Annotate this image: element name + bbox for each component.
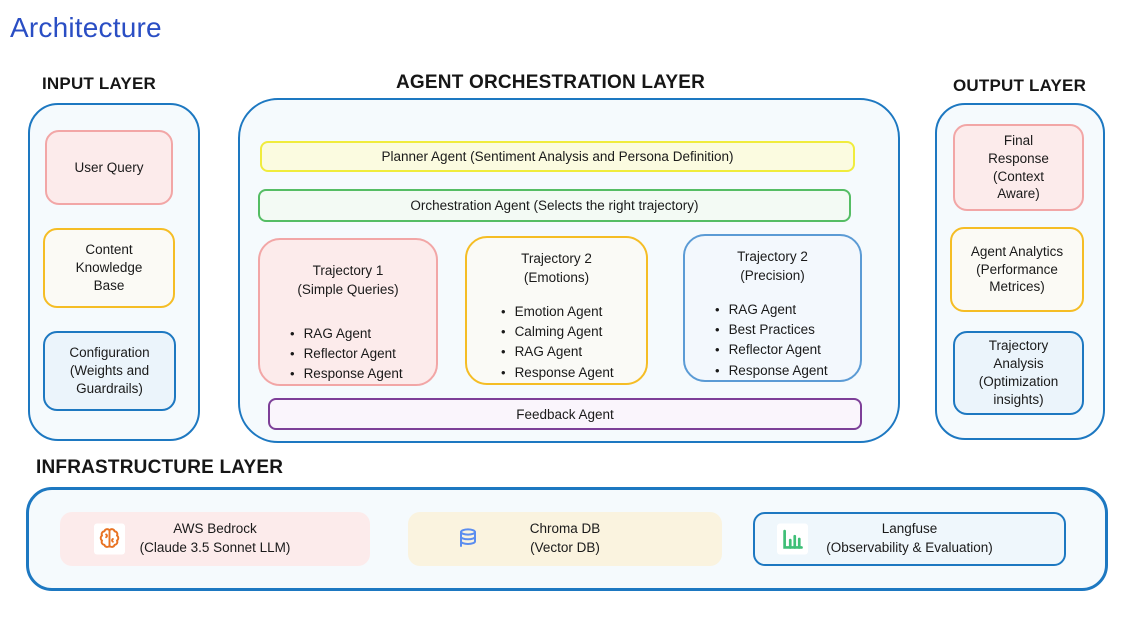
agent-list: RAG Agent Reflector Agent Response Agent — [260, 324, 436, 385]
database-icon — [456, 526, 480, 552]
agent-item: RAG Agent — [290, 324, 436, 344]
input-layer-label: INPUT LAYER — [42, 74, 156, 93]
agent-item: Response Agent — [501, 363, 646, 383]
agent-analytics-box: Agent Analytics (Performance Metrices) — [950, 227, 1084, 312]
trajectory-subtitle: (Precision) — [740, 267, 805, 283]
trajectory-1-box: Trajectory 1 (Simple Queries) RAG Agent … — [258, 238, 438, 386]
agent-item: Response Agent — [715, 361, 860, 381]
orchestration-agent-bar: Orchestration Agent (Selects the right t… — [258, 189, 851, 222]
agent-list: Emotion Agent Calming Agent RAG Agent Re… — [467, 302, 646, 383]
agent-item: Best Practices — [715, 320, 860, 340]
langfuse-box: Langfuse (Observability & Evaluation) — [753, 512, 1066, 566]
trajectory-2-precision-box: Trajectory 2 (Precision) RAG Agent Best … — [683, 234, 862, 382]
agent-item: Reflector Agent — [715, 340, 860, 360]
bar-chart-icon — [777, 523, 808, 555]
trajectory-title: Trajectory 2 — [521, 251, 592, 266]
trajectory-analysis-box: Trajectory Analysis (Optimization insigh… — [953, 331, 1084, 415]
aws-bedrock-box: AWS Bedrock (Claude 3.5 Sonnet LLM) — [60, 512, 370, 566]
agent-item: Response Agent — [290, 364, 436, 384]
content-knowledge-base-box: Content Knowledge Base — [43, 228, 175, 308]
infra-box-title: Chroma DB — [529, 521, 601, 537]
trajectory-subtitle: (Simple Queries) — [297, 281, 399, 297]
agent-item: RAG Agent — [715, 300, 860, 320]
trajectory-title: Trajectory 1 — [312, 263, 384, 278]
infra-box-subtitle: (Vector DB) — [530, 540, 600, 555]
user-query-box: User Query — [45, 130, 173, 205]
configuration-box: Configuration (Weights and Guardrails) — [43, 331, 176, 411]
agent-list: RAG Agent Best Practices Reflector Agent… — [685, 300, 860, 381]
infra-box-subtitle: (Observability & Evaluation) — [826, 540, 993, 555]
agent-item: Emotion Agent — [501, 302, 646, 322]
agent-item: RAG Agent — [501, 342, 646, 362]
trajectory-2-emotions-box: Trajectory 2 (Emotions) Emotion Agent Ca… — [465, 236, 648, 385]
orchestration-layer-label: AGENT ORCHESTRATION LAYER — [396, 72, 706, 93]
brain-icon — [94, 523, 125, 555]
output-layer-label: OUTPUT LAYER — [953, 76, 1087, 95]
trajectory-title: Trajectory 2 — [737, 249, 808, 264]
agent-item: Calming Agent — [501, 322, 646, 342]
chroma-db-box: Chroma DB (Vector DB) — [408, 512, 722, 566]
feedback-agent-bar: Feedback Agent — [268, 398, 862, 430]
page-title: Architecture — [10, 12, 162, 43]
planner-agent-bar: Planner Agent (Sentiment Analysis and Pe… — [260, 141, 855, 172]
infra-box-subtitle: (Claude 3.5 Sonnet LLM) — [139, 540, 291, 555]
infrastructure-layer-label: INFRASTRUCTURE LAYER — [36, 457, 284, 478]
final-response-box: Final Response (Context Aware) — [953, 124, 1084, 211]
agent-item: Reflector Agent — [290, 344, 436, 364]
infra-box-title: AWS Bedrock — [173, 521, 257, 537]
infra-box-title: Langfuse — [881, 521, 938, 537]
trajectory-subtitle: (Emotions) — [523, 269, 590, 285]
